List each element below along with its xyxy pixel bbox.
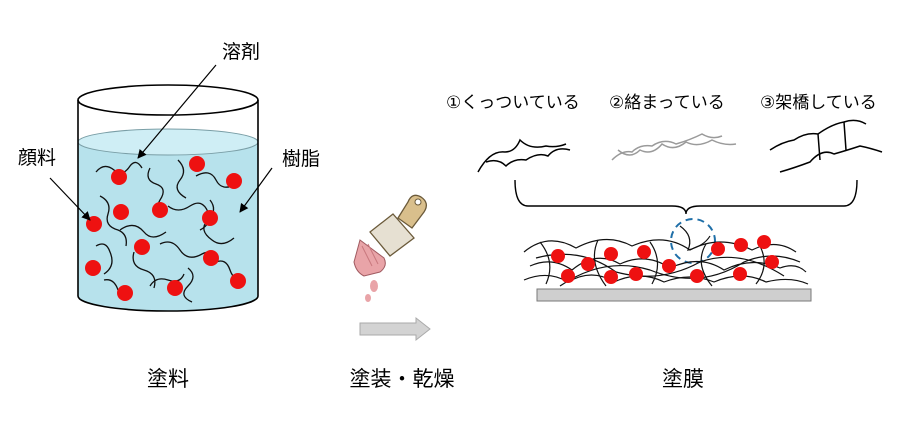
highlight-circle — [670, 218, 716, 264]
state-label-1: ①くっついている — [446, 93, 580, 113]
pigment-particle — [134, 239, 150, 255]
resin-pointer — [239, 167, 273, 213]
pigment-particle — [117, 285, 133, 301]
pigment-particle — [690, 269, 704, 283]
pigment-particle — [733, 267, 747, 281]
pigment-particle — [113, 204, 129, 220]
pigment-particle — [167, 280, 183, 296]
paint-brush-icon — [353, 194, 428, 302]
state-1-illustration — [477, 138, 571, 173]
pigment-particle — [189, 156, 205, 172]
pigment-particle — [734, 238, 748, 252]
pigment-particle — [637, 245, 651, 259]
pigment-particle — [765, 255, 779, 269]
right-arrow-icon — [359, 316, 431, 342]
substrate — [536, 288, 812, 302]
pigment-particle — [604, 270, 618, 284]
pigment-particle — [711, 242, 725, 256]
film-pigment-particles — [551, 235, 779, 284]
pigment-particle — [202, 210, 218, 226]
pigment-label: 顔料 — [18, 147, 56, 169]
beaker — [77, 84, 259, 312]
pigment-particle — [111, 169, 127, 185]
pigment-particle — [629, 267, 643, 281]
pigment-particle — [226, 173, 242, 189]
pigment-particle — [662, 259, 676, 273]
pigment-particle — [757, 235, 771, 249]
resin-label: 樹脂 — [282, 148, 320, 170]
pigment-particle — [551, 249, 565, 263]
beaker-bottom — [77, 295, 259, 312]
caption-process: 塗装・乾燥 — [350, 367, 455, 391]
liquid-surface — [77, 128, 259, 156]
beaker-rim — [77, 84, 259, 116]
pigment-particle — [604, 247, 618, 261]
pigment-particle — [561, 269, 575, 283]
pigment-particle — [203, 250, 219, 266]
pigment-particle — [85, 260, 101, 276]
pigment-particle — [230, 273, 246, 289]
pigment-particle — [581, 257, 595, 271]
grouping-brace — [514, 179, 858, 215]
solvent-pointer — [137, 64, 217, 159]
pigment-particles — [85, 156, 246, 301]
beaker-liquid — [78, 142, 258, 311]
caption-paint: 塗料 — [147, 367, 189, 391]
pigment-pointer — [49, 177, 91, 221]
state-label-3: ③架橋している — [760, 93, 877, 113]
state-3-illustration — [769, 119, 883, 173]
state-2-illustration — [611, 133, 737, 161]
state-label-2: ②絡まっている — [609, 93, 725, 113]
pigment-particle — [152, 202, 168, 218]
caption-film: 塗膜 — [662, 367, 704, 391]
solvent-label: 溶剤 — [222, 41, 260, 63]
